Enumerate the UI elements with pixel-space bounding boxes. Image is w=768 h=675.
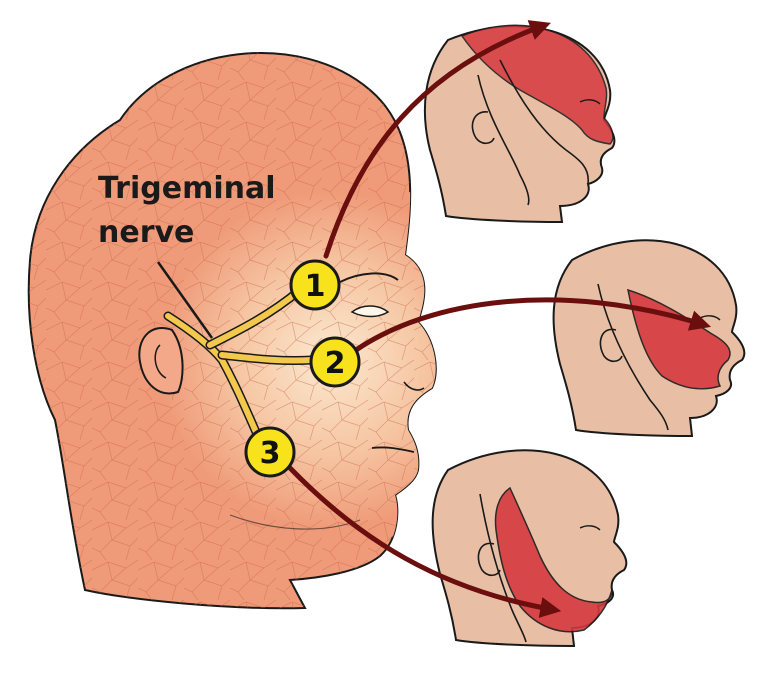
branch-marker-2-label: 2 bbox=[325, 346, 346, 381]
ophthalmic-region bbox=[460, 24, 614, 145]
branch-marker-2: 2 bbox=[309, 336, 361, 388]
head-ophthalmic-view bbox=[423, 24, 616, 224]
branch-marker-1: 1 bbox=[289, 259, 341, 311]
arrow-branch-1 bbox=[323, 20, 551, 259]
main-mouth bbox=[371, 446, 415, 453]
arrow-branch-2 bbox=[353, 297, 712, 353]
main-eye bbox=[350, 305, 390, 318]
arrow-branch-3 bbox=[287, 465, 562, 618]
branch-marker-3: 3 bbox=[244, 426, 296, 478]
diagram-title-line-1: Trigeminal bbox=[98, 171, 276, 206]
mandibular-region bbox=[494, 486, 613, 633]
label-leader-line bbox=[156, 261, 214, 339]
branch-marker-1-label: 1 bbox=[305, 269, 326, 304]
head-mandibular-view bbox=[431, 449, 628, 648]
branch-arrows bbox=[287, 20, 712, 618]
trigeminal-nerve bbox=[163, 285, 317, 437]
main-eyebrow bbox=[339, 272, 399, 283]
head-maxillary-view bbox=[552, 239, 746, 438]
diagram-title-line-2: nerve bbox=[98, 215, 194, 250]
main-ear bbox=[138, 327, 184, 395]
branch-marker-3-label: 3 bbox=[260, 436, 281, 471]
